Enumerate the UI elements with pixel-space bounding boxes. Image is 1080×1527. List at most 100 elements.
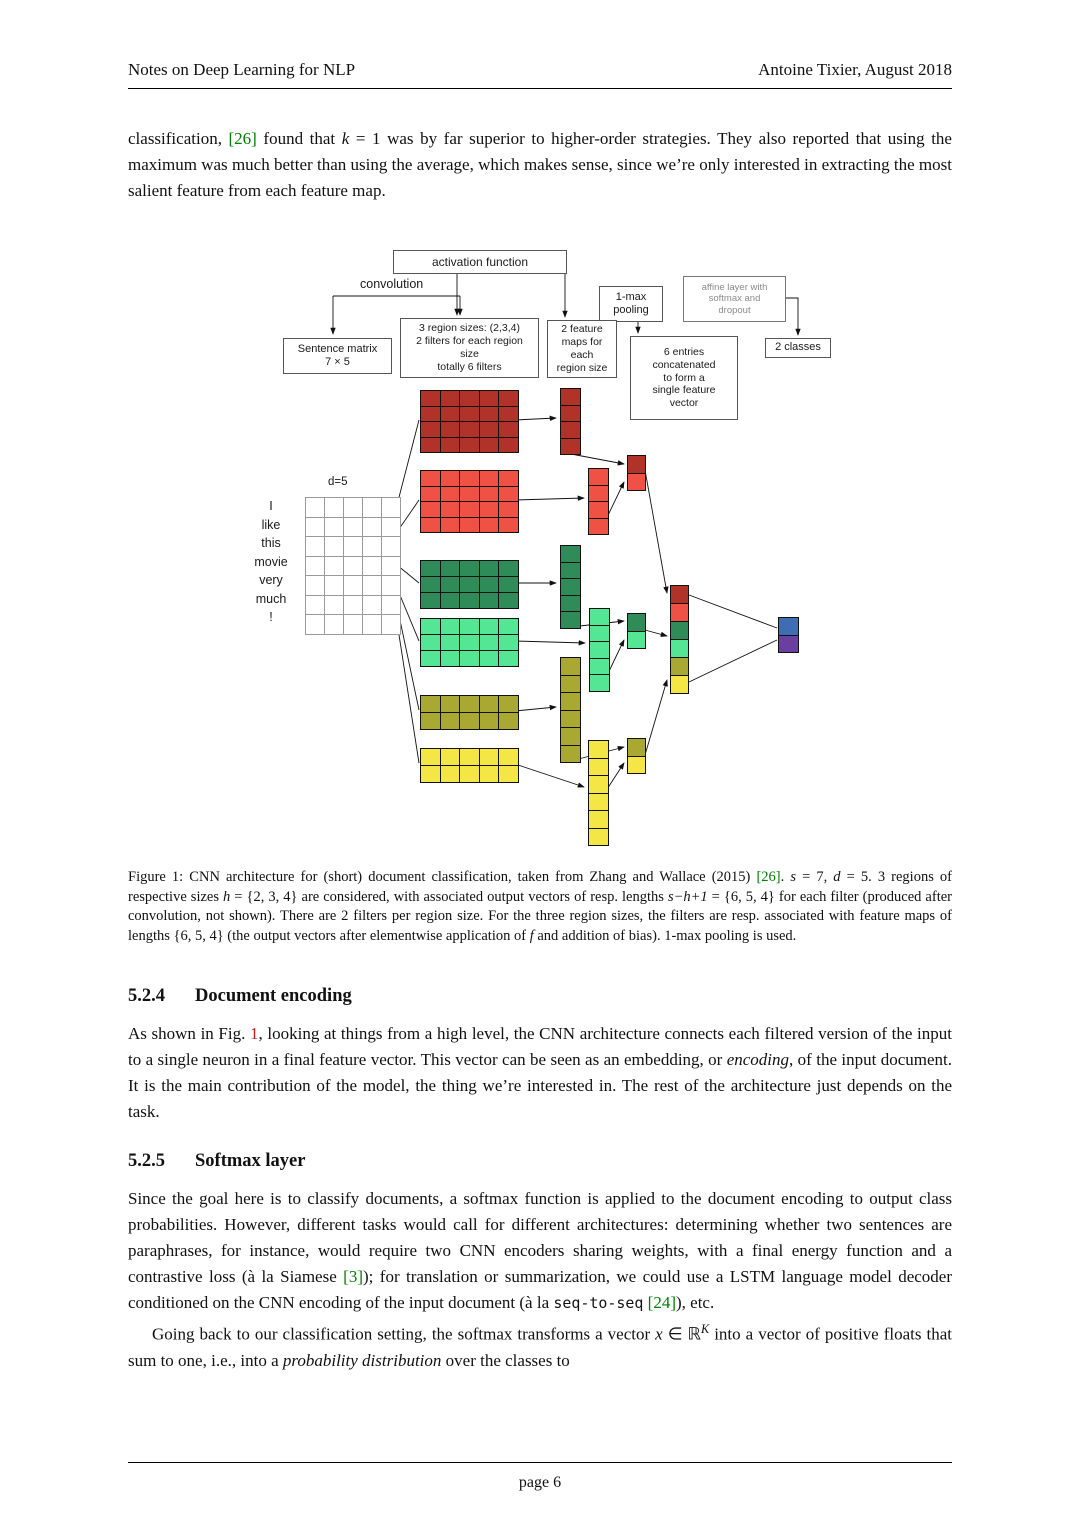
filter-3a-cell [440, 593, 460, 609]
filter-4b-cell [421, 502, 441, 518]
filter-4a-cell [421, 422, 441, 438]
figure-connectors [330, 272, 801, 801]
filter-3b-cell [460, 635, 480, 651]
filter-3b-cell [479, 651, 499, 667]
one-max-pooling-label-line: pooling [613, 304, 649, 316]
region-sizes-label-line: size [460, 348, 479, 360]
body-text: ), etc. [675, 1293, 715, 1312]
affine-layer-label-line: dropout [718, 304, 751, 316]
feature-map-3b-cell [590, 675, 610, 692]
intro-paragraph: classification, [26] found that k = 1 wa… [128, 126, 952, 204]
filter-3a-cell [440, 561, 460, 577]
sentence-matrix-grid-cell [306, 517, 325, 537]
citation-link[interactable]: [24] [647, 1293, 676, 1312]
convolution-label: convolution [360, 277, 424, 291]
concat-vector-cell [671, 658, 689, 676]
six-entries-label-line: concatenated [652, 358, 716, 371]
filter-2a-cell [440, 696, 460, 713]
math-text: h [223, 888, 231, 905]
filter-2b-cell [499, 749, 519, 766]
region-sizes-label: 3 region sizes: (2,3,4)2 filters for eac… [400, 318, 539, 378]
activation-function-label-line: activation function [431, 254, 529, 269]
feature-map-3a-cell [561, 579, 581, 596]
concat-vector-cell [671, 640, 689, 658]
filter-3b-cell [440, 619, 460, 635]
citation-link[interactable]: [26] [228, 129, 257, 148]
feature-map-2b-cell [589, 811, 609, 829]
math-superscript: K [701, 1322, 710, 1336]
filter-4a-cell [460, 437, 480, 453]
citation-link[interactable]: [3] [343, 1267, 363, 1286]
filter-2a-cell [421, 713, 441, 730]
sentence-matrix-grid-cell [306, 537, 325, 557]
filter-4b-cell [499, 517, 519, 533]
filter-3a-cell [479, 577, 499, 593]
sentence-matrix-grid-cell [306, 576, 325, 596]
sentence-word: I [269, 499, 273, 513]
connector-line [514, 763, 585, 788]
sentence-matrix-grid-cell [344, 517, 363, 537]
feature-map-3a-cell [561, 595, 581, 612]
body-text: Since the goal here is to classify docum… [128, 1189, 952, 1286]
filter-2a-cell [460, 696, 480, 713]
section-title: Document encoding [195, 986, 352, 1006]
filter-4a-cell [421, 406, 441, 422]
citation-link[interactable]: [26] [756, 869, 781, 885]
feature-map-2a [560, 657, 581, 763]
filter-4a-cell [499, 437, 519, 453]
connector-line [396, 419, 420, 506]
filter-4b-cell [460, 471, 480, 487]
feature-map-4a-cell [561, 438, 581, 455]
sentence-matrix-grid-cell [325, 498, 344, 518]
figure-ref-link[interactable]: 1 [250, 1024, 259, 1043]
pooled-red [627, 455, 646, 491]
filter-4b-cell [499, 486, 519, 502]
body-text: and addition of bias). 1-max pooling is … [533, 927, 797, 944]
sentence-matrix-grid-cell [325, 576, 344, 596]
feature-map-4a-cell [561, 405, 581, 422]
sentence-word: this [261, 536, 281, 550]
section-title: Softmax layer [195, 1151, 306, 1171]
sentence-matrix-grid-cell [344, 615, 363, 635]
connector-line [644, 629, 668, 637]
sentence-matrix-grid-cell [325, 556, 344, 576]
sentence-word: very [259, 573, 283, 587]
feature-map-4b-cell [589, 502, 609, 519]
filter-3a [420, 560, 519, 609]
connector-line [644, 679, 668, 756]
feature-maps-label-line: each [570, 349, 594, 361]
pooled-red-cell [628, 456, 646, 474]
filter-3a-cell [499, 593, 519, 609]
pooled-red-cell [628, 473, 646, 491]
sentence-matrix-grid-cell [306, 498, 325, 518]
filter-4a-cell [499, 422, 519, 438]
italic-text: probability distribution [282, 1350, 442, 1370]
two-classes-label-line: 2 classes [775, 341, 821, 354]
filter-2b-cell [421, 766, 441, 783]
feature-map-4b-cell [589, 518, 609, 535]
sentence-matrix-grid-cell [306, 595, 325, 615]
body-text: = {2, 3, 4} are considered, with associa… [230, 888, 668, 905]
math-text: s−h+1 [667, 888, 708, 905]
section-number: 5.2.5 [128, 1151, 165, 1171]
filter-4b-cell [460, 517, 480, 533]
filter-2a-cell [421, 696, 441, 713]
filter-2a [420, 695, 519, 730]
filter-4b [420, 470, 519, 533]
sentence-matrix-grid-cell [363, 517, 382, 537]
header-title: Notes on Deep Learning for NLP [128, 60, 356, 79]
sentence-matrix-grid-cell [382, 517, 401, 537]
filter-4b-cell [440, 471, 460, 487]
sentence-word: like [261, 517, 281, 532]
sentence-word: much [255, 591, 287, 606]
affine-layer-label-line: affine layer with [701, 281, 768, 293]
math-text: f [529, 927, 534, 944]
connector-line [688, 594, 778, 629]
filter-3b-cell [499, 635, 519, 651]
filter-4b-cell [421, 517, 441, 533]
feature-maps-label-line: 2 feature [561, 323, 603, 336]
feature-map-2a-cell [561, 745, 581, 763]
